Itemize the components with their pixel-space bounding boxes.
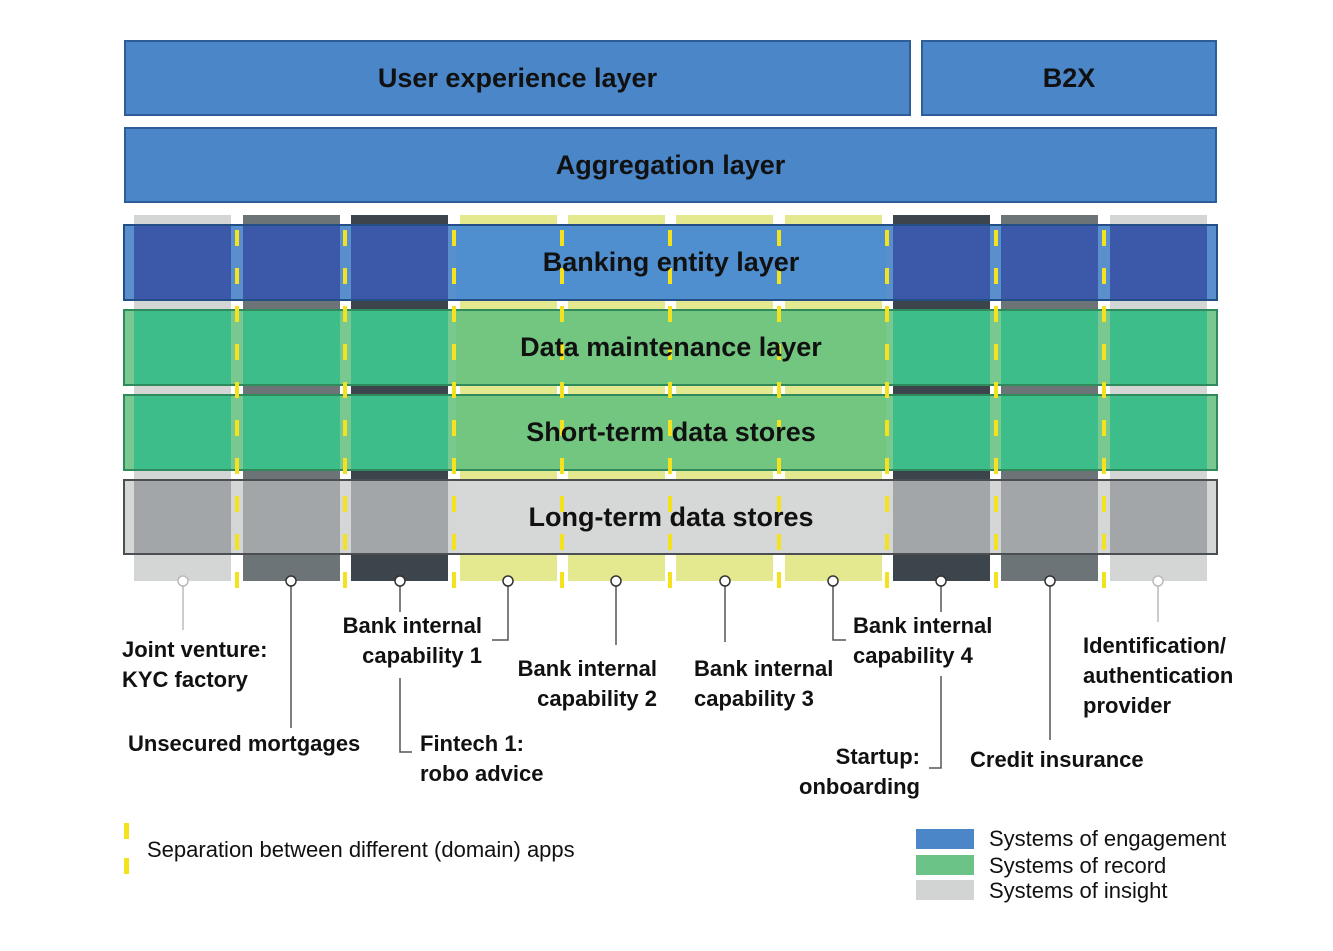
aggregation-layer-label: Aggregation layer <box>555 149 786 180</box>
legend-engagement-label: Systems of engagement <box>989 826 1227 851</box>
legend-insight-label: Systems of insight <box>989 878 1168 903</box>
user-experience-layer: User experience layer <box>124 40 911 116</box>
label-joint-venture: Joint venture: KYC factory <box>122 637 268 692</box>
legend-record-label: Systems of record <box>989 853 1167 878</box>
label-bank-capability-1: Bank internal capability 1 <box>342 613 482 668</box>
label-bank-capability-3: Bank internal capability 3 <box>694 656 834 711</box>
leader-dots <box>177 575 1164 587</box>
label-identification-provider: Identification/ authentication provider <box>1083 633 1234 718</box>
long-term-data-stores: Long-term data stores <box>456 480 886 554</box>
short-term-data-stores: Short-term data stores <box>456 395 886 470</box>
b2x-layer-label: B2X <box>1042 62 1096 93</box>
legend-insight-swatch <box>916 880 974 900</box>
legend-separator-icon <box>124 823 129 874</box>
label-bank-capability-2: Bank internal capability 2 <box>517 656 657 711</box>
long-term-data-stores-label: Long-term data stores <box>528 501 814 532</box>
aggregation-layer: Aggregation layer <box>124 127 1217 203</box>
user-experience-layer-label: User experience layer <box>377 62 658 93</box>
short-term-data-stores-label: Short-term data stores <box>526 417 816 447</box>
app-separators <box>235 230 1106 600</box>
legend-separator-label: Separation between different (domain) ap… <box>147 837 575 862</box>
data-maintenance-layer: Data maintenance layer <box>456 310 886 385</box>
label-startup-onboarding: Startup: onboarding <box>799 744 920 799</box>
banking-entity-layer: Banking entity layer <box>456 225 886 300</box>
banking-entity-layer-label: Banking entity layer <box>542 247 800 277</box>
label-credit-insurance: Credit insurance <box>970 747 1144 772</box>
legend-record-swatch <box>916 855 974 875</box>
label-unsecured-mortgages: Unsecured mortgages <box>128 731 361 756</box>
b2x-layer: B2X <box>921 40 1217 116</box>
data-maintenance-layer-label: Data maintenance layer <box>520 332 822 362</box>
label-bank-capability-4: Bank internal capability 4 <box>853 613 993 668</box>
leader-lines <box>182 586 1159 769</box>
legend-engagement-swatch <box>916 829 974 849</box>
label-fintech-1: Fintech 1: robo advice <box>420 731 544 786</box>
